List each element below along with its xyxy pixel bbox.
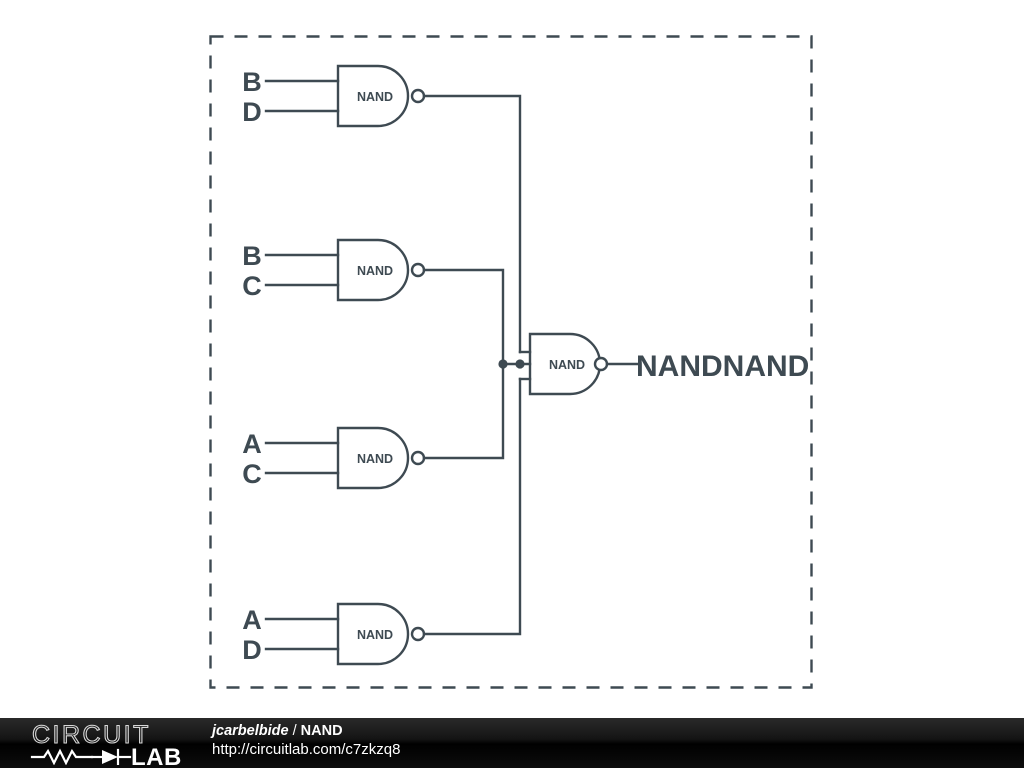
input-label-a3: A bbox=[242, 429, 262, 459]
gate-body bbox=[336, 602, 410, 666]
footer-url[interactable]: http://circuitlab.com/c7zkzq8 bbox=[212, 741, 401, 759]
wire-gate3-to-bus bbox=[422, 362, 505, 460]
diode-triangle-icon bbox=[102, 750, 118, 764]
resistor-zigzag-icon bbox=[30, 748, 94, 766]
footer-project-name: NAND bbox=[300, 723, 343, 739]
junction-dot-outer-bus bbox=[498, 359, 508, 369]
input-label-d4: D bbox=[242, 635, 262, 665]
output-bubble-icon bbox=[410, 450, 426, 466]
input-label-d1: D bbox=[242, 97, 262, 127]
gate-label-2: NAND bbox=[357, 264, 393, 278]
wire-gate4-to-bus bbox=[422, 377, 522, 636]
wire-gate2-to-bus bbox=[422, 268, 505, 366]
gate-label-5: NAND bbox=[549, 358, 585, 372]
gate-label-3: NAND bbox=[357, 452, 393, 466]
gate-body bbox=[336, 64, 410, 128]
gate-label-1: NAND bbox=[357, 90, 393, 104]
output-bubble-icon bbox=[410, 262, 426, 278]
gate-nand-2[interactable] bbox=[336, 238, 426, 302]
input-label-c3: C bbox=[242, 459, 262, 489]
output-net-label: NANDNAND bbox=[636, 350, 809, 383]
gate-body bbox=[336, 426, 410, 490]
gate-label-4: NAND bbox=[357, 628, 393, 642]
output-bubble-icon bbox=[410, 88, 426, 104]
gate-nand-1[interactable] bbox=[336, 64, 426, 128]
footer-username: jcarbelbide bbox=[212, 723, 289, 739]
gate-body bbox=[336, 238, 410, 302]
circuitlab-logo: CIRCUIT LAB bbox=[30, 720, 195, 768]
wire-gate1-to-bus bbox=[422, 94, 522, 354]
circuit-canvas[interactable]: B D B C A C A D NAND NAND NAND NAND NAND… bbox=[0, 0, 1024, 718]
input-label-b2: B bbox=[242, 241, 262, 271]
output-bubble-icon bbox=[593, 356, 609, 372]
footer-project-line: jcarbelbide / NAND bbox=[212, 723, 400, 740]
logo-word-lab: LAB bbox=[131, 744, 182, 765]
footer-separator: / bbox=[288, 723, 301, 739]
input-label-a4: A bbox=[242, 605, 262, 635]
output-bubble-icon bbox=[410, 626, 426, 642]
dashed-border bbox=[209, 35, 813, 689]
input-label-b1: B bbox=[242, 67, 262, 97]
footer-brand-text: jcarbelbide / NAND http://circuitlab.com… bbox=[212, 723, 400, 759]
logo-word-circuit: CIRCUIT bbox=[32, 721, 151, 749]
junction-dot-inner-bus bbox=[515, 359, 525, 369]
footer-bar: CIRCUIT LAB jcarbelbide / NAND http://ci… bbox=[0, 718, 1024, 768]
input-label-c2: C bbox=[242, 271, 262, 301]
